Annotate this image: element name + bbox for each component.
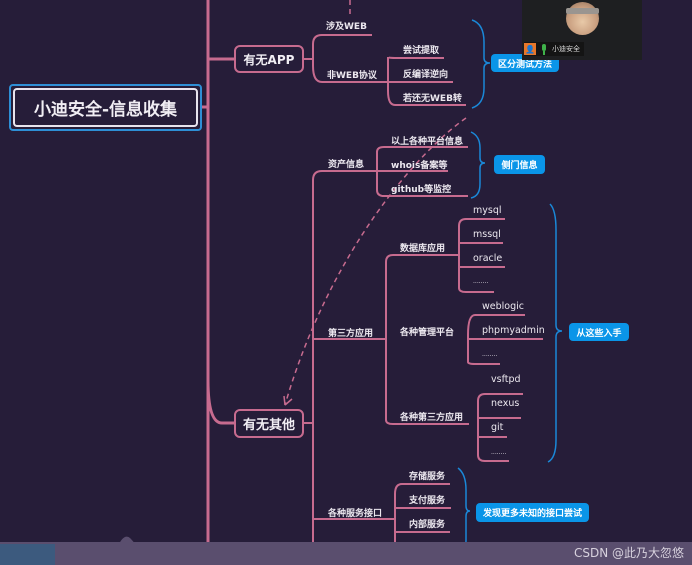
- label-nonweb-item: 反编译逆向: [403, 70, 449, 80]
- label-web: 涉及WEB: [326, 22, 367, 32]
- label-service-item: 支付服务: [409, 496, 446, 506]
- label-asset-item: 以上各种平台信息: [391, 137, 464, 147]
- label-services: 各种服务接口: [328, 509, 383, 519]
- root-node-label: 小迪安全-信息收集: [13, 88, 198, 127]
- root-node[interactable]: 小迪安全-信息收集: [9, 84, 202, 131]
- label-apps-item: ........: [491, 449, 507, 456]
- bracket-third: [547, 203, 563, 463]
- label-service-item: 内部服务: [409, 520, 446, 530]
- participant-name: 小迪安全: [552, 45, 580, 53]
- label-mgmt-item: weblogic: [482, 301, 524, 312]
- label-db-item: ........: [473, 278, 489, 285]
- waveform-icon: [80, 536, 692, 550]
- node-app[interactable]: 有无APP: [234, 45, 304, 73]
- bracket-asset: [470, 131, 486, 199]
- bracket-app: [471, 19, 491, 109]
- label-apps: 各种第三方应用: [400, 413, 464, 423]
- user-icon: 👤: [524, 43, 536, 55]
- tag-start-here[interactable]: 从这些入手: [569, 323, 629, 341]
- label-mgmt-item: ........: [482, 351, 498, 358]
- progress-accent: [0, 544, 55, 565]
- label-apps-item: git: [491, 422, 504, 433]
- label-db-item: oracle: [473, 253, 503, 264]
- label-mgmt: 各种管理平台: [400, 328, 455, 338]
- microphone-icon[interactable]: [540, 43, 548, 55]
- label-asset-item: whois备案等: [391, 161, 448, 171]
- label-db: 数据库应用: [400, 244, 446, 254]
- arrow-head: [283, 395, 293, 406]
- audio-waveform-bar: [0, 542, 692, 565]
- label-nonweb-item: 若还无WEB转: [403, 94, 462, 104]
- label-asset-item: github等监控: [391, 185, 452, 195]
- label-apps-item: nexus: [491, 398, 520, 409]
- watermark: CSDN @此乃大忽悠: [574, 546, 685, 560]
- association-arrow: [284, 0, 467, 406]
- label-service-item: 存储服务: [409, 472, 446, 482]
- tag-discover-interfaces[interactable]: 发现更多未知的接口尝试: [476, 503, 589, 522]
- label-apps-item: vsftpd: [491, 374, 521, 385]
- label-third-party: 第三方应用: [328, 329, 374, 339]
- node-other[interactable]: 有无其他: [234, 409, 304, 438]
- label-nonweb-item: 尝试提取: [403, 46, 440, 56]
- video-tile[interactable]: 👤 小迪安全: [522, 0, 642, 60]
- label-mgmt-item: phpmyadmin: [482, 325, 545, 336]
- participant-name-bar: 👤 小迪安全: [524, 42, 584, 56]
- label-asset: 资产信息: [328, 160, 365, 170]
- other-connector: [206, 379, 234, 425]
- participant-avatar: [566, 2, 599, 35]
- tag-side-door[interactable]: 侧门信息: [494, 155, 545, 174]
- label-db-item: mysql: [473, 205, 502, 216]
- label-db-item: mssql: [473, 229, 501, 240]
- label-nonweb: 非WEB协议: [327, 71, 377, 81]
